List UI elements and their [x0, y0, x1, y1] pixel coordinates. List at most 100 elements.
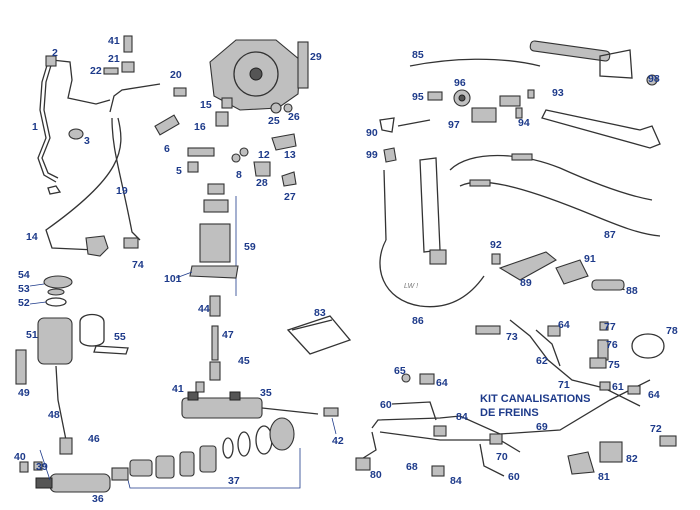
callout-64-b: 64 — [436, 377, 448, 389]
callout-39: 39 — [36, 461, 48, 473]
nut-part-77 — [599, 321, 609, 331]
clip-part-80 — [355, 457, 371, 471]
block-part-82 — [599, 441, 623, 463]
washer-part-65 — [401, 373, 411, 383]
pin-part-49 — [15, 349, 27, 385]
slave-cylinder-part-36 — [49, 473, 111, 493]
fitting-part-16 — [215, 111, 229, 127]
callout-25: 25 — [268, 115, 280, 127]
clip-part-98 — [646, 74, 658, 86]
bolt-part-97 — [397, 119, 431, 127]
clamp-part-55 — [79, 313, 105, 347]
lw-label: LW ! — [404, 283, 418, 290]
callout-76: 76 — [606, 339, 618, 351]
tee-part-70 — [489, 433, 503, 445]
pad-part-83-edge — [291, 319, 333, 331]
cap-top — [207, 183, 225, 195]
callout-72: 72 — [650, 423, 662, 435]
callout-74: 74 — [132, 259, 144, 271]
sleeve-part-87d — [469, 179, 491, 187]
tee-part-64c — [627, 385, 641, 395]
callout-90: 90 — [366, 127, 378, 139]
cap-ring — [203, 199, 229, 213]
callout-35: 35 — [260, 387, 272, 399]
union-part-20 — [173, 87, 187, 97]
callout-64-c: 64 — [648, 389, 660, 401]
seal-part-37e — [222, 437, 234, 459]
callout-46: 46 — [88, 433, 100, 445]
kit-label-line2: DE FREINS — [480, 407, 539, 419]
callout-84-a: 84 — [456, 411, 468, 423]
component-part-37d — [199, 445, 217, 473]
pad-part-83 — [286, 315, 352, 355]
component-part-37b — [155, 455, 175, 479]
tee-part-21 — [121, 61, 135, 73]
nut-part-5 — [187, 161, 199, 173]
pipe-part-68b — [379, 431, 521, 453]
callout-28: 28 — [256, 177, 268, 189]
pipe-part-60a — [391, 401, 437, 421]
callout-36: 36 — [92, 493, 104, 505]
callout-37: 37 — [228, 475, 240, 487]
callout-59: 59 — [244, 241, 256, 253]
callout-81: 81 — [598, 471, 610, 483]
leader-line-52 — [29, 301, 47, 305]
equalizer-part-89 — [498, 251, 557, 281]
callout-20: 20 — [170, 69, 182, 81]
union-part-73 — [475, 325, 501, 335]
callout-48: 48 — [48, 409, 60, 421]
hose-part-1b — [41, 61, 59, 179]
cap-part-54 — [43, 275, 73, 289]
washer-part-8b — [239, 147, 249, 157]
pipe-part-68a — [359, 431, 377, 461]
fitting-part-75 — [589, 357, 607, 369]
callout-70: 70 — [496, 451, 508, 463]
pipe-part-71 — [509, 319, 641, 407]
fitting-part-46 — [59, 437, 73, 455]
washer-part-8 — [231, 153, 241, 163]
pipe-part-14 — [45, 117, 122, 251]
union-part-61 — [599, 381, 611, 391]
callout-85: 85 — [412, 49, 424, 61]
kit-label-line1: KIT CANALISATIONS — [480, 393, 590, 405]
callout-22: 22 — [90, 65, 102, 77]
pulley-center-96 — [458, 94, 466, 102]
callout-19: 19 — [116, 185, 128, 197]
bracket-part-13 — [271, 133, 297, 151]
callout-49: 49 — [18, 387, 30, 399]
nut-part-92 — [491, 253, 501, 265]
reservoir-part-59 — [199, 223, 231, 263]
callout-68: 68 — [406, 461, 418, 473]
parts-group-reservoir-stack — [189, 183, 239, 393]
screw-part-93 — [527, 89, 535, 99]
callout-77: 77 — [604, 321, 616, 333]
connector-part-2 — [45, 55, 57, 67]
callout-91: 91 — [584, 253, 596, 265]
cable-part-85 — [409, 58, 541, 67]
fitting-part-44 — [209, 295, 221, 317]
reservoir-part-51 — [37, 317, 73, 365]
switch-part-41 — [123, 35, 133, 53]
callout-47: 47 — [222, 329, 234, 341]
leader-line-40 — [39, 449, 51, 481]
parts-group-booster — [154, 39, 309, 187]
leader-line-101 — [175, 271, 193, 279]
callout-101: 101 — [164, 273, 182, 285]
leader-line-37 — [127, 448, 301, 489]
clip-part-84a — [433, 425, 447, 437]
callout-21: 21 — [108, 53, 120, 65]
cylinder-part-35 — [181, 397, 263, 419]
spring-part-36c — [111, 467, 129, 481]
callout-15: 15 — [200, 99, 212, 111]
pin-part-94 — [515, 107, 523, 119]
fitting-part-94b — [499, 95, 521, 107]
fitting-part-99 — [383, 147, 397, 163]
callout-44: 44 — [198, 303, 210, 315]
clamp-part-78 — [631, 333, 665, 359]
cable-part-87a — [449, 154, 653, 201]
cable-part-87b — [459, 181, 661, 237]
callout-61: 61 — [612, 381, 624, 393]
hose-part-48 — [55, 365, 67, 441]
callout-numbers: 1 2 3 5 6 8 12 13 14 15 16 19 20 21 22 2… — [14, 35, 678, 505]
parts-group-top-left — [37, 35, 187, 257]
